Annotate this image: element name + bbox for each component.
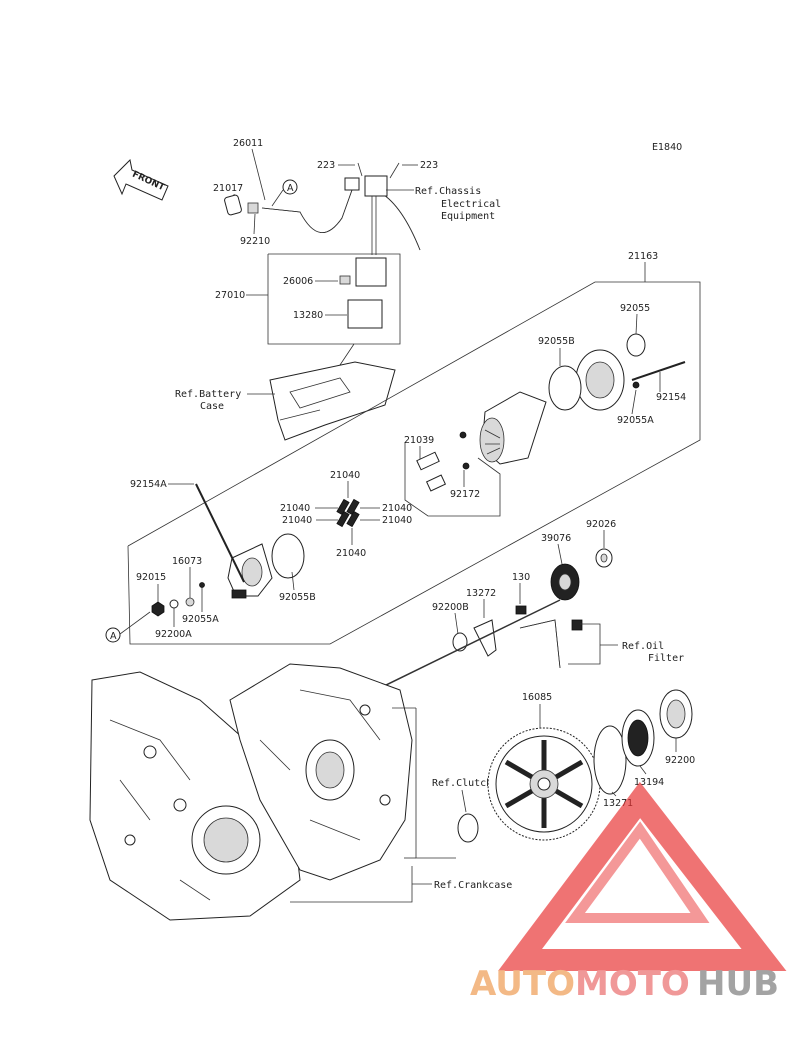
starter-front-cover — [195, 483, 305, 599]
clutch-washer — [457, 813, 479, 843]
diagram-code: E1840 — [652, 142, 682, 153]
svg-text:Ref.Battery: Ref.Battery — [175, 389, 241, 400]
front-arrow-icon: FRONT — [113, 158, 169, 201]
part-label-92200a: 92200A — [155, 629, 192, 640]
crankcase-left — [89, 671, 301, 921]
svg-text:Filter: Filter — [648, 653, 684, 664]
starter-group-outline — [127, 281, 701, 645]
part-label-26011: 26011 — [233, 138, 263, 149]
starter-nuts-washers — [151, 582, 205, 617]
svg-text:A: A — [287, 183, 294, 194]
part-label-16085: 16085 — [522, 692, 552, 703]
part-label-21040-6: 21040 — [336, 548, 366, 559]
svg-text:Electrical: Electrical — [441, 199, 501, 210]
part-label-92055b-bottom: 92055B — [279, 592, 316, 603]
part-label-92200: 92200 — [665, 755, 695, 766]
one-way-clutch — [593, 689, 693, 795]
idle-shaft-parts — [379, 599, 561, 689]
part-label-92210: 92210 — [240, 236, 270, 247]
part-label-27010: 27010 — [215, 290, 245, 301]
part-label-92055a-top: 92055A — [617, 415, 654, 426]
part-label-26006: 26006 — [283, 276, 313, 287]
part-label-92154: 92154 — [656, 392, 686, 403]
part-label-92015: 92015 — [136, 572, 166, 583]
part-label-223-left: 223 — [317, 160, 335, 171]
automotohub-watermark: AUTO MOTO HUB — [470, 781, 787, 1004]
part-label-21040-5: 21040 — [382, 515, 412, 526]
part-label-21163: 21163 — [628, 251, 658, 262]
part-label-39076: 39076 — [541, 533, 571, 544]
part-label-21040-1: 21040 — [330, 470, 360, 481]
svg-text:Ref.Chassis: Ref.Chassis — [415, 186, 481, 197]
watermark-auto: AUTO — [470, 964, 575, 1004]
battery-case — [269, 361, 396, 441]
starter-idle-gear — [550, 548, 613, 601]
svg-text:Ref.Oil: Ref.Oil — [622, 641, 664, 652]
part-label-92026: 92026 — [586, 519, 616, 530]
part-label-16073: 16073 — [172, 556, 202, 567]
starter-clutch-gear — [487, 727, 601, 841]
ref-crankcase: Ref.Crankcase — [434, 880, 512, 891]
oil-pipe-bracket — [519, 619, 583, 669]
part-label-21040-4: 21040 — [382, 503, 412, 514]
part-label-92154a: 92154A — [130, 479, 167, 490]
part-label-13194: 13194 — [634, 777, 664, 788]
callout-a-top: A — [282, 179, 298, 195]
part-label-92172: 92172 — [450, 489, 480, 500]
watermark-moto: MOTO — [575, 964, 690, 1004]
part-label-21040-3: 21040 — [282, 515, 312, 526]
part-label-13271: 13271 — [603, 798, 633, 809]
part-label-13280: 13280 — [293, 310, 323, 321]
part-label-21040-2: 21040 — [280, 503, 310, 514]
svg-text:A: A — [110, 631, 117, 642]
brush-set — [336, 498, 360, 528]
ref-battery-case: Ref.Battery Case — [175, 389, 241, 412]
part-label-13272: 13272 — [466, 588, 496, 599]
part-label-92055b-top: 92055B — [538, 336, 575, 347]
brush-holder-group — [404, 442, 501, 517]
ref-chassis-electrical: Ref.Chassis Electrical Equipment — [415, 186, 501, 222]
part-label-92200b: 92200B — [432, 602, 469, 613]
part-label-223-right: 223 — [420, 160, 438, 171]
svg-text:Case: Case — [200, 401, 224, 412]
brush-holder — [416, 431, 470, 492]
starter-rear-cover — [548, 333, 686, 411]
part-label-92055a-bottom: 92055A — [182, 614, 219, 625]
part-label-130: 130 — [512, 572, 530, 583]
starter-motor-body — [479, 391, 547, 465]
ref-oil-filter: Ref.Oil Filter — [622, 641, 684, 664]
watermark-hub: HUB — [697, 964, 779, 1004]
part-label-21017: 21017 — [213, 183, 243, 194]
callout-a-bottom: A — [105, 627, 121, 643]
svg-text:Equipment: Equipment — [441, 211, 495, 222]
crankcase-right — [229, 663, 413, 881]
part-label-92055: 92055 — [620, 303, 650, 314]
relay-assembly-box — [267, 253, 401, 345]
ref-clutch: Ref.Clutch — [432, 778, 492, 789]
starter-cable — [224, 175, 421, 255]
part-label-21039: 21039 — [404, 435, 434, 446]
